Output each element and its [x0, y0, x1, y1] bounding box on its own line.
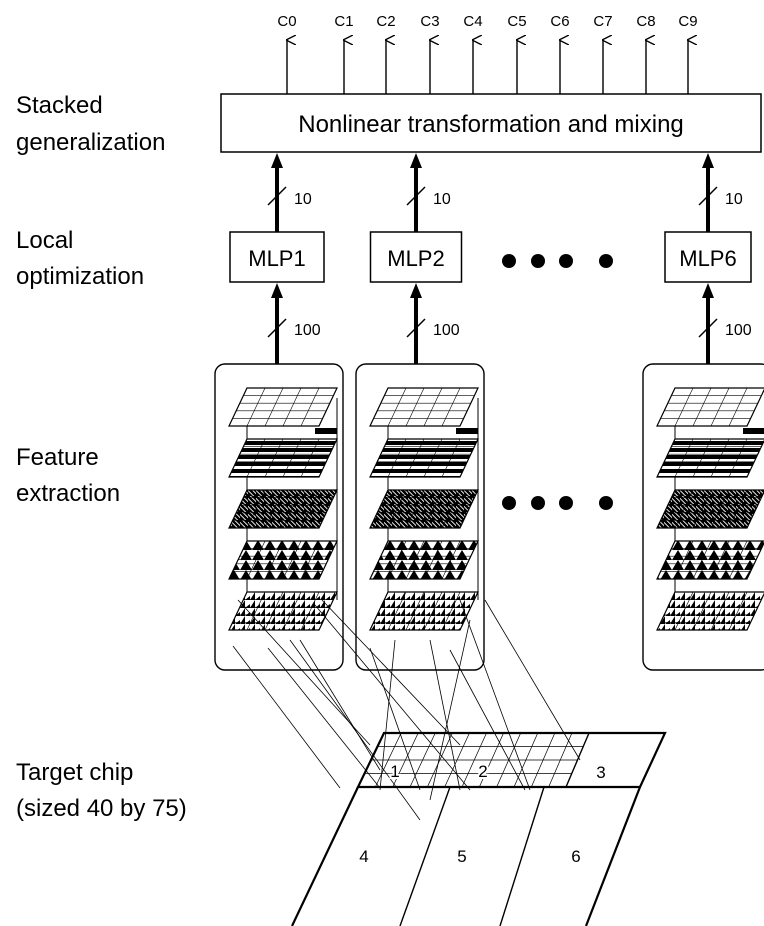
output-label: C0 — [277, 13, 296, 30]
output-label: C8 — [636, 13, 655, 30]
output-label: C6 — [550, 13, 569, 30]
stage-label-line2: optimization — [16, 263, 144, 290]
bus-width-slash — [406, 186, 426, 206]
bus-width-label: 10 — [725, 191, 743, 208]
chip-region-1: 1 — [390, 762, 399, 781]
output-c6: C6 — [550, 13, 570, 94]
bus-arrowhead — [271, 153, 283, 168]
feature-layer-diagonal-layer — [656, 489, 764, 529]
stage-label-line2: extraction — [16, 480, 120, 507]
ellipsis-dots-mlp — [502, 254, 613, 268]
output-c0: C0 — [277, 13, 297, 94]
output-classes: C0 C1 C2 C3 C4 C5 C6 C7 C8 C9 — [277, 13, 698, 94]
output-label: C4 — [463, 13, 482, 30]
feature-layer-plain-layer — [656, 387, 764, 434]
output-label: C9 — [678, 13, 697, 30]
ellipsis-dots-features — [502, 496, 613, 510]
stage-label-line2: generalization — [16, 129, 165, 156]
feature-stack-1 — [214, 363, 344, 671]
feature-layer-diagonal-layer — [369, 489, 479, 529]
bus-width-label: 100 — [433, 322, 460, 339]
mixing-box: Nonlinear transformation and mixing — [220, 93, 762, 153]
output-c5: C5 — [507, 13, 527, 94]
output-c7: C7 — [593, 13, 613, 94]
chip-region-2: 2 — [478, 762, 487, 781]
chip-region-4: 4 — [359, 847, 368, 866]
output-c3: C3 — [420, 13, 440, 94]
feature-stack-3 — [642, 363, 764, 671]
chip-region-5: 5 — [457, 847, 466, 866]
bus-width-label: 100 — [725, 322, 752, 339]
bus-width-label: 10 — [433, 191, 451, 208]
stage-label-line1: Feature — [16, 444, 99, 471]
output-c9: C9 — [678, 13, 698, 94]
feature-layer-triangle-layer — [228, 540, 338, 580]
feature-layer-checker-layer — [369, 591, 479, 631]
stage-label-feature-extraction: Feature extraction — [16, 444, 120, 507]
stage-label-stacked-generalization: Stacked generalization — [16, 92, 165, 156]
feature-layer-checker-layer — [656, 591, 764, 631]
stage-label-line1: Target chip — [16, 759, 133, 786]
bus-width-slash — [267, 318, 287, 338]
bus-width-label: 10 — [294, 191, 312, 208]
feature-layer-horizontal-stripe-layer — [656, 438, 764, 478]
stage-label-line2: (sized 40 by 75) — [16, 795, 187, 822]
chip-sampling-grid — [364, 732, 584, 788]
bus-arrowhead — [410, 153, 422, 168]
output-label: C1 — [334, 13, 353, 30]
bus-width-slash — [698, 186, 718, 206]
feature-stacks — [214, 363, 764, 671]
feature-layer-diagonal-layer — [228, 489, 338, 529]
mlp-label: MLP1 — [248, 246, 305, 271]
mlp-label: MLP2 — [387, 246, 444, 271]
output-label: C2 — [376, 13, 395, 30]
bus-arrowhead — [702, 283, 714, 298]
bus-arrowhead — [410, 283, 422, 298]
feature-layer-checker-layer — [228, 591, 338, 631]
feature-layer-horizontal-stripe-layer — [228, 438, 338, 478]
output-c4: C4 — [463, 13, 483, 94]
target-chip: 1 2 3 4 5 6 — [291, 731, 667, 926]
feature-layer-triangle-layer — [656, 540, 764, 580]
feature-layer-plain-layer — [228, 387, 338, 434]
bus-width-slash — [267, 186, 287, 206]
mlp-label: MLP6 — [679, 246, 736, 271]
feature-layer-plain-layer — [369, 387, 479, 434]
bus-width-slash — [698, 318, 718, 338]
feature-stack-2 — [355, 363, 485, 671]
bus-width-slash — [406, 318, 426, 338]
stage-label-target-chip: Target chip (sized 40 by 75) — [16, 759, 187, 822]
bus-arrowhead — [271, 283, 283, 298]
chip-region-3: 3 — [596, 763, 605, 782]
stage-label-line1: Stacked — [16, 92, 103, 119]
feature-layer-horizontal-stripe-layer — [369, 438, 479, 478]
mlp-box — [369, 231, 463, 283]
mlp-box — [229, 231, 325, 283]
chip-connection-lines — [232, 599, 581, 821]
output-c8: C8 — [636, 13, 656, 94]
output-c2: C2 — [376, 13, 396, 94]
output-c1: C1 — [334, 13, 354, 94]
mlp-box — [664, 231, 752, 283]
bus-arrowhead — [702, 153, 714, 168]
output-label: C5 — [507, 13, 526, 30]
mixing-box-label: Nonlinear transformation and mixing — [298, 111, 684, 138]
bus-width-label: 100 — [294, 322, 321, 339]
output-label: C3 — [420, 13, 439, 30]
feature-layer-triangle-layer — [369, 540, 479, 580]
stage-label-local-optimization: Local optimization — [16, 227, 144, 290]
chip-region-6: 6 — [571, 847, 580, 866]
stage-label-line1: Local — [16, 227, 73, 254]
output-label: C7 — [593, 13, 612, 30]
